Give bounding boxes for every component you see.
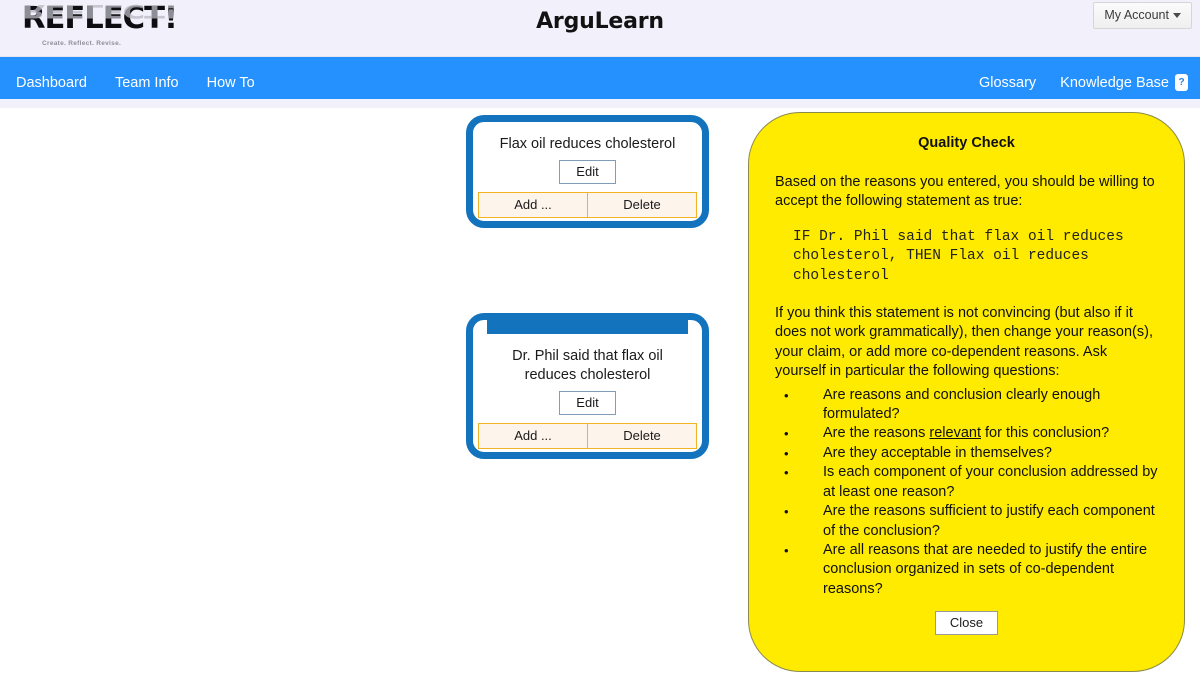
question-text: Is each component of your conclusion add… <box>823 464 1158 500</box>
navbar-right-group: Glossary Knowledge Base ? <box>979 57 1188 108</box>
quality-check-panel: Quality Check Based on the reasons you e… <box>748 112 1185 672</box>
logo-tagline: Create. Reflect. Revise. <box>42 40 122 47</box>
reason-node[interactable]: Dr. Phil said that flax oil reduces chol… <box>466 313 709 459</box>
claim-edit-button[interactable]: Edit <box>559 160 616 184</box>
reason-add-button[interactable]: Add ... <box>514 428 552 443</box>
nav-item-knowledge-base-label: Knowledge Base <box>1060 74 1169 91</box>
relevant-link[interactable]: relevant <box>929 425 981 442</box>
quality-check-instruction: If you think this statement is not convi… <box>775 305 1153 380</box>
reason-node-header-bar <box>487 313 688 334</box>
reason-node-text: Dr. Phil said that flax oil reduces chol… <box>512 348 663 383</box>
list-item: Are the reasons relevant for this conclu… <box>775 424 1158 444</box>
claim-node[interactable]: Flax oil reduces cholesterol Edit Add ..… <box>466 115 709 228</box>
list-item: Are reasons and conclusion clearly enoug… <box>775 386 1158 425</box>
claim-add-button[interactable]: Add ... <box>514 197 552 212</box>
nav-item-knowledge-base[interactable]: Knowledge Base ? <box>1060 74 1188 91</box>
claim-delete-button[interactable]: Delete <box>587 193 696 217</box>
page-title: ArguLearn <box>536 9 664 34</box>
reason-edit-button[interactable]: Edit <box>559 391 616 415</box>
question-text: Are all reasons that are needed to justi… <box>823 541 1148 597</box>
nav-item-glossary[interactable]: Glossary <box>978 74 1037 91</box>
nav-item-how-to[interactable]: How To <box>206 74 255 91</box>
my-account-button[interactable]: My Account <box>1093 2 1192 29</box>
app-header: REFLECT! REFLECT! Create. Reflect. Revis… <box>0 0 1200 57</box>
reason-node-frame: Dr. Phil said that flax oil reduces chol… <box>466 313 709 459</box>
logo-text: REFLECT! <box>22 4 178 36</box>
list-item: Is each component of your conclusion add… <box>775 463 1158 502</box>
quality-check-statement: IF Dr. Phil said that flax oil reduces c… <box>793 228 1124 284</box>
quality-check-intro: Based on the reasons you entered, you sh… <box>775 174 1155 210</box>
list-item: Are the reasons sufficient to justify ea… <box>775 502 1158 541</box>
question-text-after: for this conclusion? <box>981 425 1110 442</box>
quality-check-title: Quality Check <box>918 135 1015 151</box>
help-question-icon[interactable]: ? <box>1175 74 1188 91</box>
claim-node-frame: Flax oil reduces cholesterol Edit Add ..… <box>466 115 709 228</box>
reason-action-row: Add ... Delete <box>478 423 697 449</box>
navbar-left-group: Dashboard Team Info How To <box>16 75 255 91</box>
list-item: Are all reasons that are needed to justi… <box>775 541 1158 599</box>
question-text: Are the reasons <box>823 425 930 442</box>
main-navbar: Dashboard Team Info How To Glossary Know… <box>0 57 1200 108</box>
reflect-logo[interactable]: REFLECT! REFLECT! <box>22 4 192 56</box>
quality-check-question-list: Are reasons and conclusion clearly enoug… <box>775 386 1158 599</box>
claim-edit-row: Edit <box>478 154 697 192</box>
list-item: Are they acceptable in themselves? <box>775 444 1158 464</box>
reason-delete-button[interactable]: Delete <box>587 424 696 448</box>
nav-item-team-info[interactable]: Team Info <box>114 74 179 91</box>
quality-check-close-button[interactable]: Close <box>934 611 999 636</box>
claim-action-row: Add ... Delete <box>478 192 697 218</box>
nav-item-dashboard[interactable]: Dashboard <box>16 74 87 91</box>
claim-node-text: Flax oil reduces cholesterol <box>499 136 676 152</box>
question-text: Are reasons and conclusion clearly enoug… <box>823 386 1101 423</box>
my-account-label: My Account <box>1104 8 1169 22</box>
quality-check-close-row: Close <box>775 611 1158 636</box>
question-text: Are the reasons sufficient to justify ea… <box>823 503 1155 539</box>
argument-map-canvas: Flax oil reduces cholesterol Edit Add ..… <box>0 108 1200 675</box>
navbar-bottom-strip <box>0 99 1200 108</box>
reason-edit-row: Edit <box>478 385 697 423</box>
chevron-down-icon <box>1173 13 1181 19</box>
question-text: Are they acceptable in themselves? <box>823 444 1052 461</box>
